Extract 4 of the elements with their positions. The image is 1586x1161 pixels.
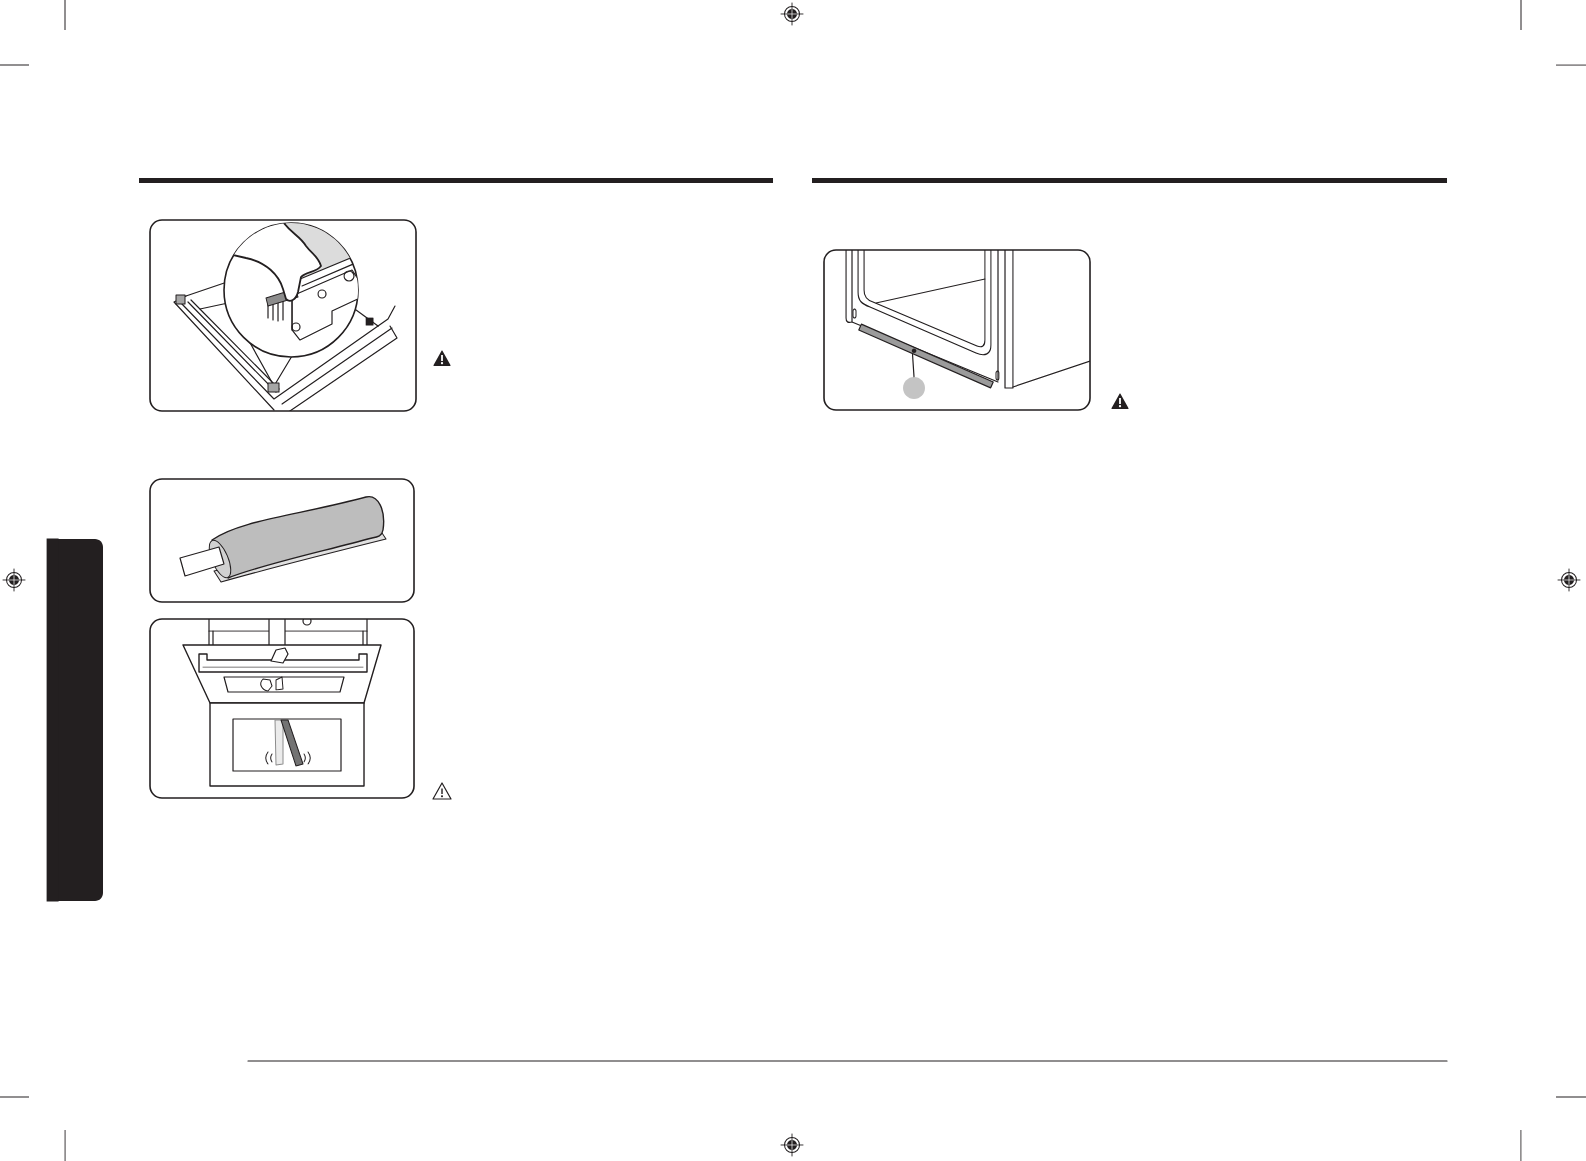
drip-tray <box>858 323 994 389</box>
leader-line <box>911 353 915 378</box>
section-tab <box>46 538 103 902</box>
callout-circle <box>903 377 925 399</box>
